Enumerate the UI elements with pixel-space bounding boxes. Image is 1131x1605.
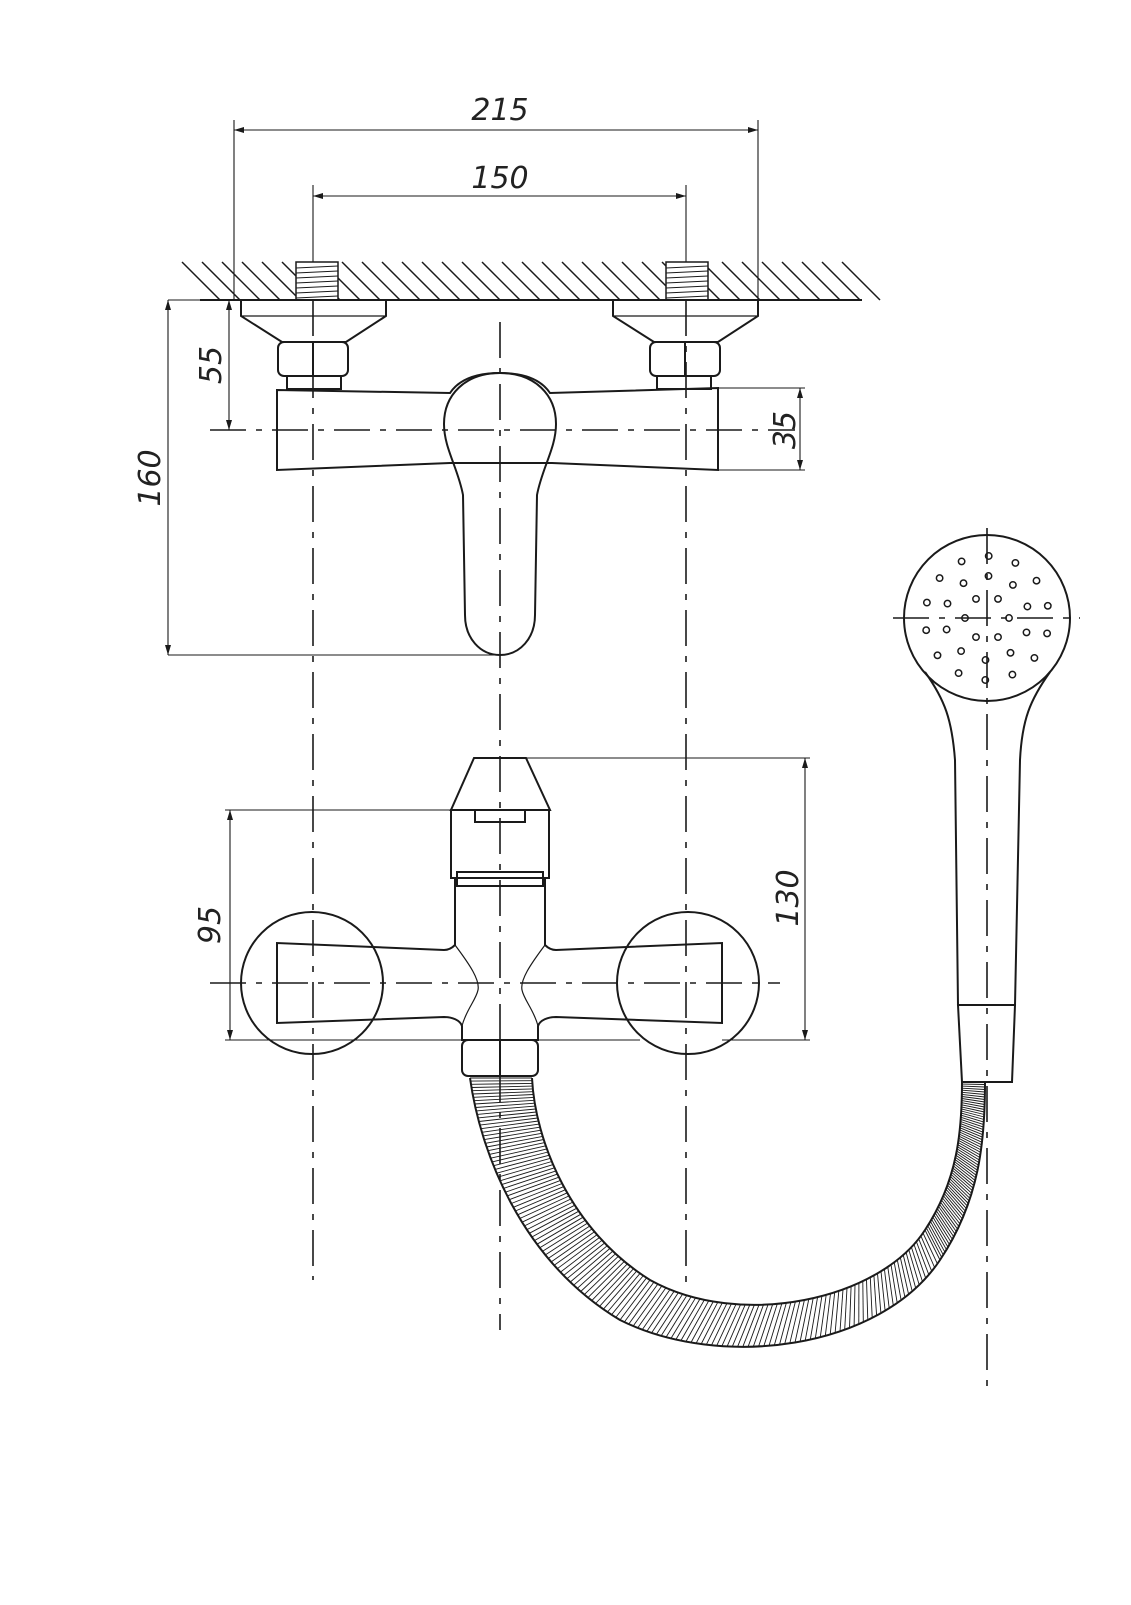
dim-label-95: 95 <box>193 906 228 944</box>
dim-label-150: 150 <box>471 161 528 196</box>
dim-label-55: 55 <box>194 346 229 384</box>
dim-label-160: 160 <box>133 449 168 506</box>
front-view <box>241 535 1070 1347</box>
top-view <box>182 262 880 655</box>
right-inlet-thread <box>666 262 708 300</box>
flexible-hose <box>470 1078 985 1347</box>
dim-label-215: 215 <box>471 93 528 128</box>
left-inlet-thread <box>296 262 338 300</box>
wall-hatching <box>182 262 880 300</box>
mixer-body-top <box>277 373 718 470</box>
dim-label-35: 35 <box>768 411 803 449</box>
right-nut <box>650 342 720 389</box>
dimension-lines <box>168 120 810 1040</box>
dim-label-130: 130 <box>771 869 806 926</box>
